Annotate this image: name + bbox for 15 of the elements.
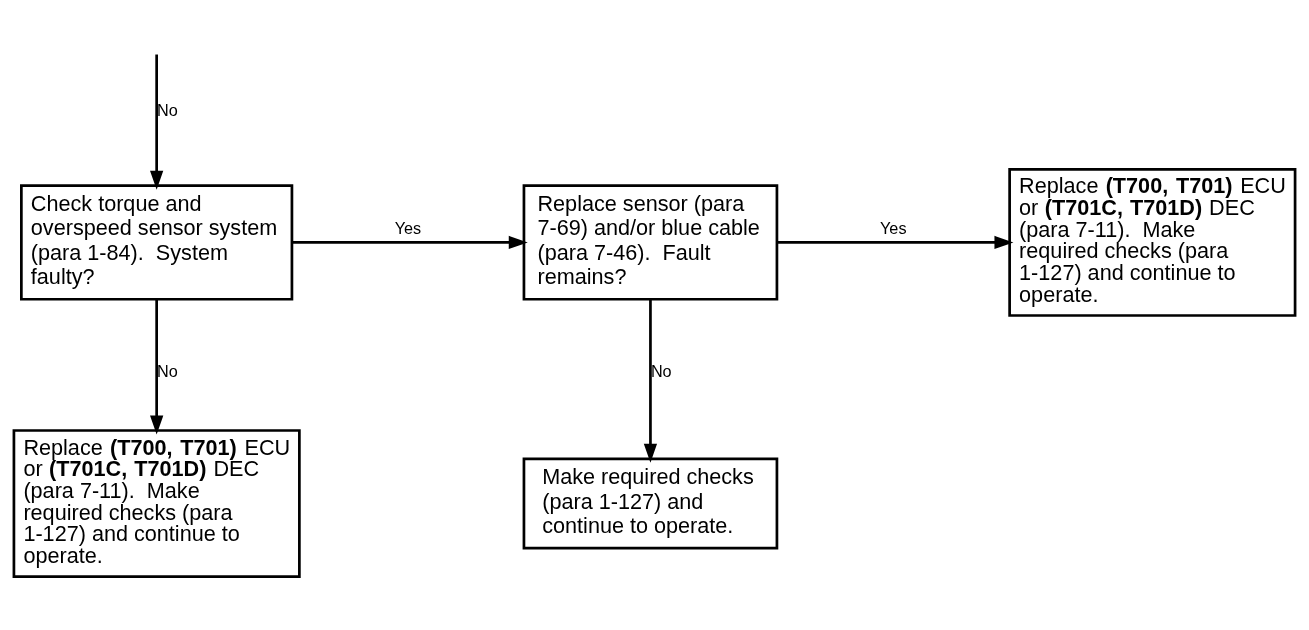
node-box: Replace sensor (para 7-69) and/or blue cable (para 7-46). Fault remains? xyxy=(522,184,779,301)
edge-label: No xyxy=(157,362,178,381)
arrow xyxy=(292,235,528,250)
arrow xyxy=(150,299,164,435)
node-box: Check torque and overspeed sensor system (para 1-84). System faulty? xyxy=(20,184,294,301)
node-box: Make required checks (para 1-127) and continue to operate. xyxy=(522,457,779,550)
node-box: Replace (T700, T701) ECU or (T701C, T701D) DEC (para 7-11). Make required checks (para 1-127) and continue to operate. xyxy=(12,429,301,578)
arrow xyxy=(643,299,658,463)
edge-label: No xyxy=(650,362,672,381)
edge-label: Yes xyxy=(394,218,422,237)
arrow xyxy=(777,235,1014,250)
edge-label: Yes xyxy=(880,218,907,237)
arrow xyxy=(150,54,164,190)
node-box: Replace (T700, T701) ECU or (T701C, T701D) DEC (para 7-11). Make required checks (para 1-127) and continue to operate. xyxy=(1008,168,1297,317)
edge-label: No xyxy=(157,101,178,120)
